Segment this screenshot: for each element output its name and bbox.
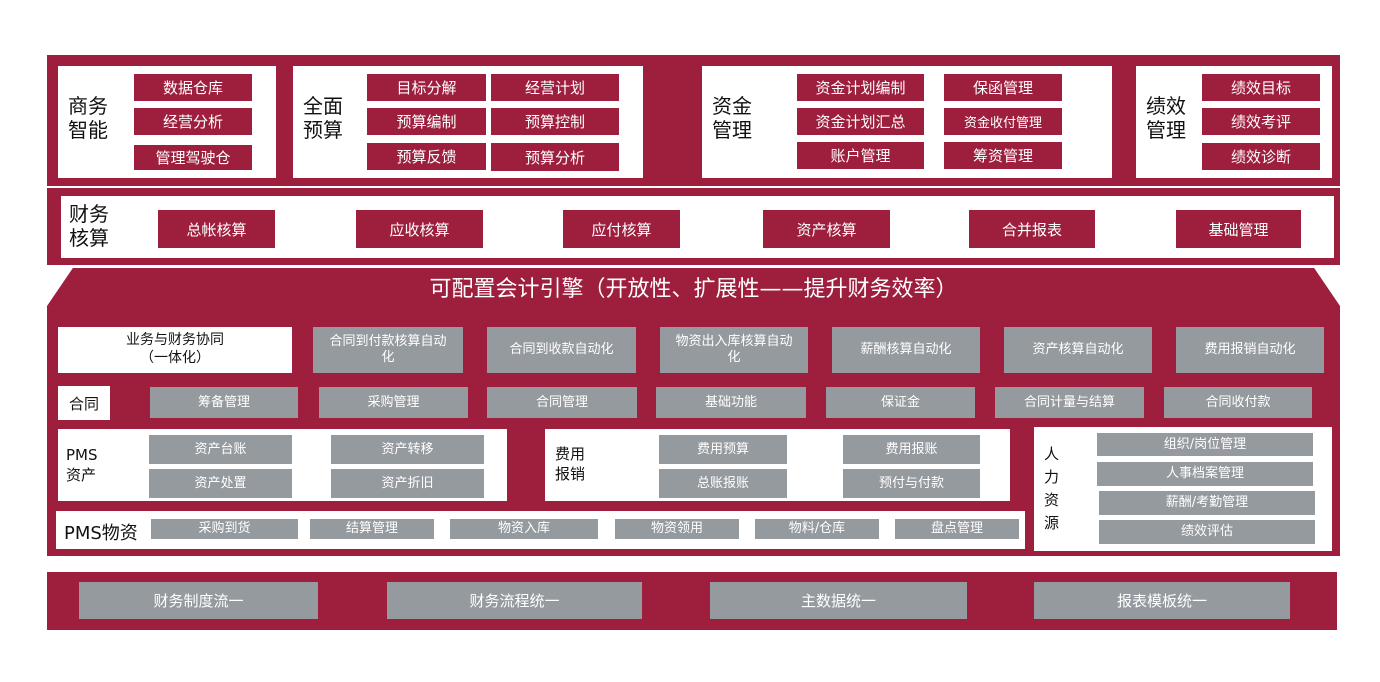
fund-item[interactable]: 账户管理	[796, 141, 925, 170]
pms-asset-item[interactable]: 资产转移	[331, 435, 484, 464]
expense-item[interactable]: 预付与付款	[843, 469, 980, 498]
synergy-item[interactable]: 合同到收款自动化	[487, 327, 636, 373]
pms-material-item[interactable]: 物料/仓库	[755, 519, 879, 539]
expense-item[interactable]: 费用预算	[659, 435, 787, 464]
expense-item[interactable]: 费用报账	[843, 435, 980, 464]
accounting-item[interactable]: 总帐核算	[157, 209, 276, 249]
budget-item[interactable]: 目标分解	[366, 73, 487, 102]
pms-asset-title: PMS资产	[66, 446, 98, 484]
hr-title: 人力资源	[1044, 445, 1060, 532]
unify-item[interactable]: 财务流程统一	[387, 582, 642, 619]
pms-asset-item[interactable]: 资产折旧	[331, 469, 484, 498]
unify-item[interactable]: 报表模板统一	[1034, 582, 1290, 619]
perf-title: 绩效管理	[1146, 94, 1186, 142]
hr-item[interactable]: 薪酬/考勤管理	[1099, 491, 1315, 515]
accounting-item[interactable]: 基础管理	[1175, 209, 1302, 249]
bi-title: 商务智能	[68, 94, 108, 142]
synergy-title: 业务与财务协同 （一体化）	[58, 327, 292, 373]
pms-material-item[interactable]: 采购到货	[151, 519, 298, 539]
fund-item[interactable]: 资金计划汇总	[796, 107, 925, 136]
bi-item[interactable]: 数据仓库	[133, 73, 253, 102]
pms-material-item[interactable]: 结算管理	[310, 519, 434, 539]
contract-item[interactable]: 合同管理	[487, 387, 637, 418]
pms-material-item[interactable]: 物资入库	[450, 519, 598, 539]
contract-item[interactable]: 基础功能	[656, 387, 806, 418]
fund-title: 资金管理	[712, 94, 752, 142]
unify-item[interactable]: 财务制度流一	[79, 582, 318, 619]
synergy-item[interactable]: 物资出入库核算自动化	[660, 327, 808, 373]
perf-item[interactable]: 绩效考评	[1201, 107, 1321, 136]
contract-item[interactable]: 合同收付款	[1164, 387, 1312, 418]
budget-item[interactable]: 经营计划	[490, 73, 620, 102]
synergy-item[interactable]: 薪酬核算自动化	[832, 327, 980, 373]
accounting-engine-banner: 可配置会计引擎（开放性、扩展性——提升财务效率）	[47, 268, 1340, 306]
expense-title: 费用报销	[555, 445, 586, 483]
contract-item[interactable]: 保证金	[826, 387, 975, 418]
budget-item[interactable]: 预算控制	[490, 107, 620, 136]
pms-asset-item[interactable]: 资产台账	[149, 435, 292, 464]
hr-item[interactable]: 人事档案管理	[1097, 462, 1313, 486]
synergy-item[interactable]: 资产核算自动化	[1004, 327, 1152, 373]
pms-material-item[interactable]: 物资领用	[615, 519, 739, 539]
hr-item[interactable]: 组织/岗位管理	[1097, 433, 1313, 456]
accounting-item[interactable]: 应付核算	[562, 209, 681, 249]
fund-item[interactable]: 筹资管理	[943, 141, 1063, 170]
pms-material-item[interactable]: 盘点管理	[895, 519, 1019, 539]
hr-item[interactable]: 绩效评估	[1099, 520, 1315, 544]
pms-asset-item[interactable]: 资产处置	[149, 469, 292, 498]
fund-item[interactable]: 资金收付管理	[943, 107, 1063, 136]
perf-item[interactable]: 绩效目标	[1201, 73, 1321, 102]
budget-title: 全面预算	[303, 94, 343, 142]
budget-item[interactable]: 预算编制	[366, 107, 487, 136]
perf-item[interactable]: 绩效诊断	[1201, 142, 1321, 171]
contract-item[interactable]: 合同计量与结算	[995, 387, 1144, 418]
accounting-item[interactable]: 合并报表	[968, 209, 1096, 249]
contract-item[interactable]: 采购管理	[319, 387, 468, 418]
bi-item[interactable]: 管理驾驶仓	[133, 144, 253, 171]
fund-item[interactable]: 保函管理	[943, 73, 1063, 102]
contract-item[interactable]: 筹备管理	[150, 387, 298, 418]
accounting-title: 财务核算	[69, 202, 109, 250]
pms-material-title: PMS物资	[64, 523, 138, 544]
accounting-item[interactable]: 资产核算	[762, 209, 891, 249]
fund-item[interactable]: 资金计划编制	[796, 73, 925, 102]
synergy-item[interactable]: 费用报销自动化	[1176, 327, 1324, 373]
contract-title: 合同	[58, 386, 110, 420]
unify-item[interactable]: 主数据统一	[710, 582, 967, 619]
budget-item[interactable]: 预算分析	[490, 142, 620, 172]
budget-item[interactable]: 预算反馈	[366, 142, 487, 171]
expense-item[interactable]: 总账报账	[659, 469, 787, 498]
synergy-item[interactable]: 合同到付款核算自动化	[313, 327, 463, 373]
accounting-item[interactable]: 应收核算	[355, 209, 484, 249]
bi-item[interactable]: 经营分析	[133, 107, 253, 136]
